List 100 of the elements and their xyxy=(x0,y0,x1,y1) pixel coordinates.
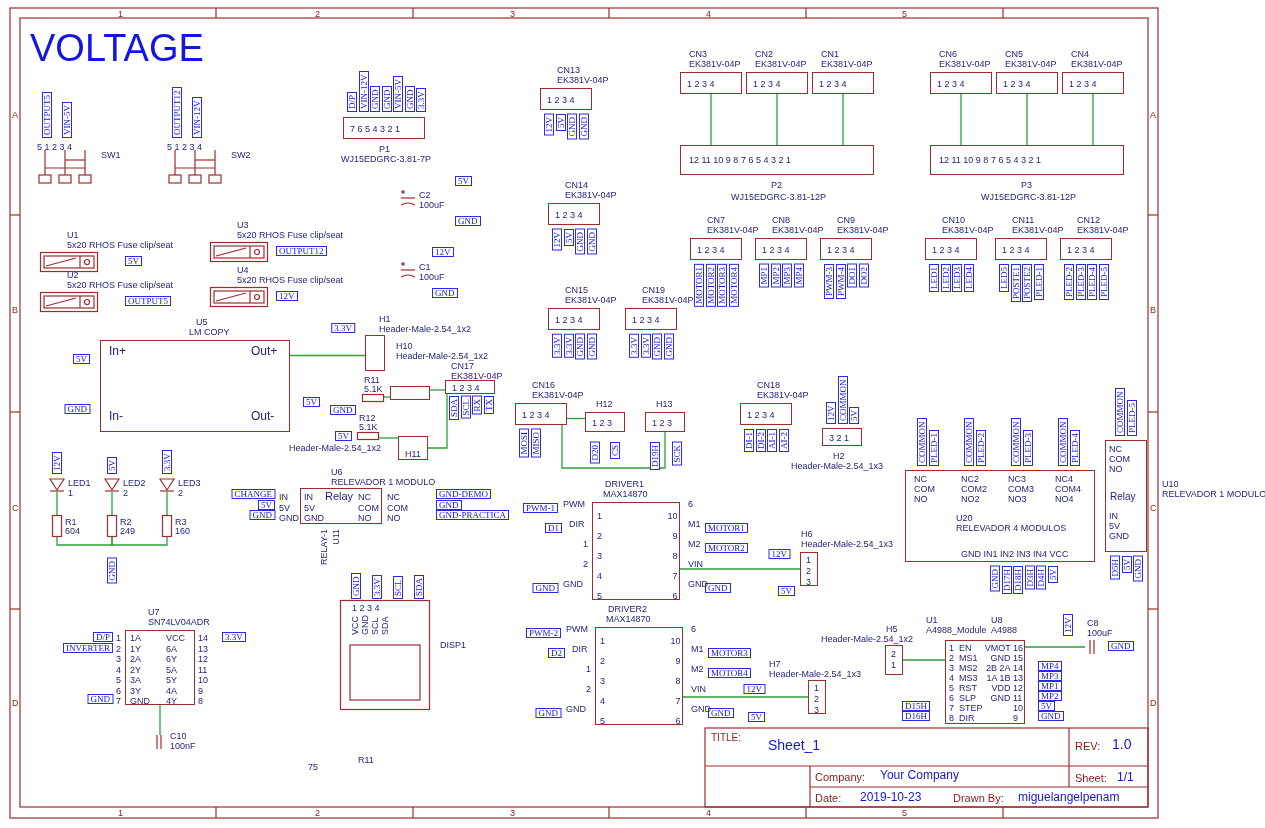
net-label: PLED-3 xyxy=(1075,264,1086,300)
part-label: EK381V-04P xyxy=(565,295,617,305)
net-label: POSTE2 xyxy=(1022,264,1032,302)
part-label: U2 xyxy=(67,270,79,280)
part-label: Header-Male-2.54_1x2 xyxy=(379,324,472,334)
part-label: R11 xyxy=(364,375,380,385)
net-label: 5V xyxy=(748,712,765,722)
part-label: 1 2 3 4 xyxy=(452,383,480,393)
part-label: 5.1K xyxy=(359,422,378,432)
part-label: U3 xyxy=(237,220,249,230)
part-label: 5x20 RHOS Fuse clip/seat xyxy=(237,230,344,240)
net-label: GND xyxy=(575,229,585,255)
net-label: 5V xyxy=(303,397,320,407)
part-label: Header-Male-2.54_1x3 xyxy=(769,669,862,679)
part-label: EK381V-04P xyxy=(1077,225,1129,235)
wire xyxy=(960,93,962,146)
part-label: LM COPY xyxy=(189,327,230,337)
part-label: 100uF xyxy=(419,272,445,282)
part-label: CN19 xyxy=(642,285,665,295)
part-label: 1 2 3 4 xyxy=(555,210,583,220)
part-label: P1 xyxy=(379,144,390,154)
part-label: DIR xyxy=(572,644,588,654)
part-label: EK381V-04P xyxy=(772,225,824,235)
part-label: EK381V-04P xyxy=(642,295,694,305)
net-label: D/P xyxy=(93,632,113,642)
net-label: PLED-2 xyxy=(975,430,986,466)
part-label: RELAY-1 xyxy=(319,529,329,566)
part-label: CN17 xyxy=(451,361,474,371)
net-label: CS xyxy=(610,442,620,459)
part-label: PWM xyxy=(566,624,588,634)
net-label: LED2 xyxy=(940,264,951,292)
part-label: CN15 xyxy=(565,285,588,295)
part-label: Out+ xyxy=(251,344,278,358)
part-label: SN74LV04ADR xyxy=(148,617,210,627)
part-label: NC COM NO xyxy=(387,492,408,524)
part-label: U1 xyxy=(926,615,938,625)
part-label: 5x20 RHOS Fuse clip/seat xyxy=(67,240,174,250)
part-label: 1 2 3 4 xyxy=(1002,245,1030,255)
part-label: VMOT GND 2B 2A 1A 1B VDD GND xyxy=(984,643,1011,703)
net-label: 3.3V xyxy=(640,334,651,358)
net-label: GND xyxy=(1038,711,1064,721)
part-label: IN 5V GND xyxy=(279,492,299,524)
net-label: GND xyxy=(575,334,585,360)
net-label: LED5 xyxy=(999,264,1009,292)
part-label: EK381V-04P xyxy=(942,225,994,235)
part-label: CN9 xyxy=(837,215,855,225)
net-label: D18H xyxy=(1013,566,1023,594)
part-label: WJ15EDGRC-3.81-12P xyxy=(731,192,827,202)
part-label: C1 xyxy=(419,262,431,272)
title-block-value: Sheet_1 xyxy=(768,738,821,753)
wire xyxy=(776,93,778,146)
part-label: 1 2 3 4 xyxy=(1003,79,1031,89)
part-label: 5x20 RHOS Fuse clip/seat xyxy=(237,275,344,285)
wire xyxy=(289,354,366,357)
part-label: 1 2 3 4 5 xyxy=(597,510,602,603)
part-label: 100uF xyxy=(419,200,445,210)
part-label: CN5 xyxy=(1005,49,1023,59)
net-label: RX xyxy=(472,396,482,415)
part-label: 1 2 3 4 xyxy=(747,410,775,420)
part-label: VCC 6A 6Y 5A 5Y 4A 4Y xyxy=(166,633,185,707)
net-label: SDA xyxy=(449,396,459,420)
part-label: CN3 xyxy=(689,49,707,59)
net-label: MOTOR1 xyxy=(705,523,748,533)
net-label: GND xyxy=(532,583,558,593)
net-label: MOTOR1 xyxy=(694,264,704,307)
part-label: EK381V-04P xyxy=(557,75,609,85)
wire xyxy=(682,696,809,698)
net-label: COMMON xyxy=(837,376,848,424)
part-label: DRIVER2 xyxy=(608,604,647,614)
part-label: 1 2 3 4 xyxy=(819,79,847,89)
part-label: 1 2 3 4 xyxy=(753,79,781,89)
part-label: 5x20 RHOS Fuse clip/seat xyxy=(67,280,174,290)
part-label: CN16 xyxy=(532,380,555,390)
part-label: RELEVADOR 1 MODULO xyxy=(1162,489,1265,499)
net-label: 5V xyxy=(1047,566,1058,583)
part-label: U4 xyxy=(237,265,249,275)
net-label: D1 xyxy=(545,523,562,533)
part-label: 2 xyxy=(178,488,183,498)
net-label: D17H xyxy=(1001,566,1012,594)
net-label: 5V xyxy=(849,407,859,424)
part-label: U10 xyxy=(1162,479,1179,489)
net-label: LED3 xyxy=(952,264,962,292)
part-label: 1 2 3 4 xyxy=(522,410,550,420)
net-label: 3.3V xyxy=(629,334,639,358)
part-label: 5 1 2 3 4 xyxy=(37,142,73,152)
part-label: 1 2 3 4 xyxy=(762,245,790,255)
part-label: PWM xyxy=(563,499,585,509)
part-label: LED3 xyxy=(178,478,201,488)
part-label: GND xyxy=(566,704,586,714)
part-label: 1 2 3 4 xyxy=(932,245,960,255)
title-block-label: REV: xyxy=(1075,740,1101,752)
part-label: 1 2 3 4 xyxy=(632,315,660,325)
part-label: C2 xyxy=(419,190,431,200)
net-label: MOTOR4 xyxy=(728,264,739,307)
part-label: CN7 xyxy=(707,215,725,225)
net-label: MP2 xyxy=(770,264,781,288)
part-label: MAX14870 xyxy=(603,489,648,499)
net-label: GND xyxy=(381,86,392,112)
net-label: AI-2 xyxy=(778,429,789,452)
part-label: In+ xyxy=(109,344,126,358)
